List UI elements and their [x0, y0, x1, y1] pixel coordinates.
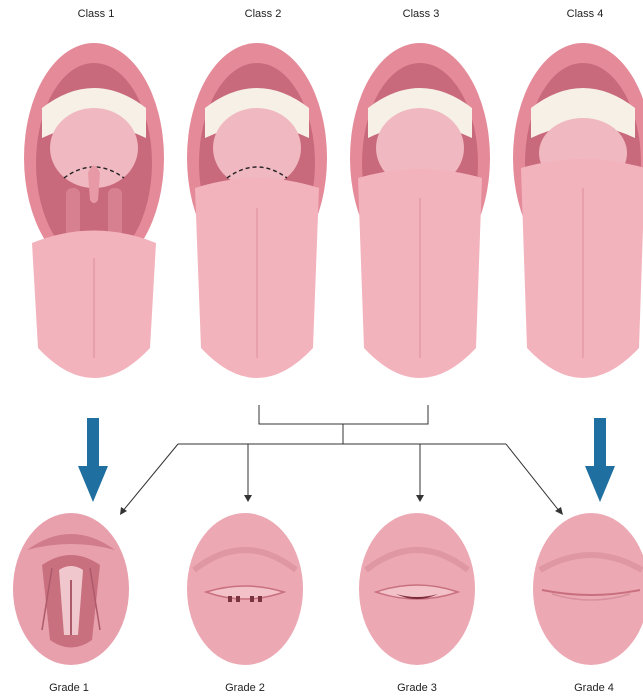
- grade-4-laryngoscopic-view: [532, 510, 643, 668]
- grade-2-label: Grade 2: [205, 682, 285, 694]
- grade-4-label: Grade 4: [554, 682, 634, 694]
- grade-1-laryngoscopic-view: [12, 510, 130, 668]
- grade-2-laryngoscopic-view: [186, 510, 304, 668]
- down-arrow-icon: [583, 418, 617, 504]
- down-arrow-icon: [76, 418, 110, 504]
- grade-3-label: Grade 3: [377, 682, 457, 694]
- grade-1-label: Grade 1: [29, 682, 109, 694]
- grade-3-laryngoscopic-view: [358, 510, 476, 668]
